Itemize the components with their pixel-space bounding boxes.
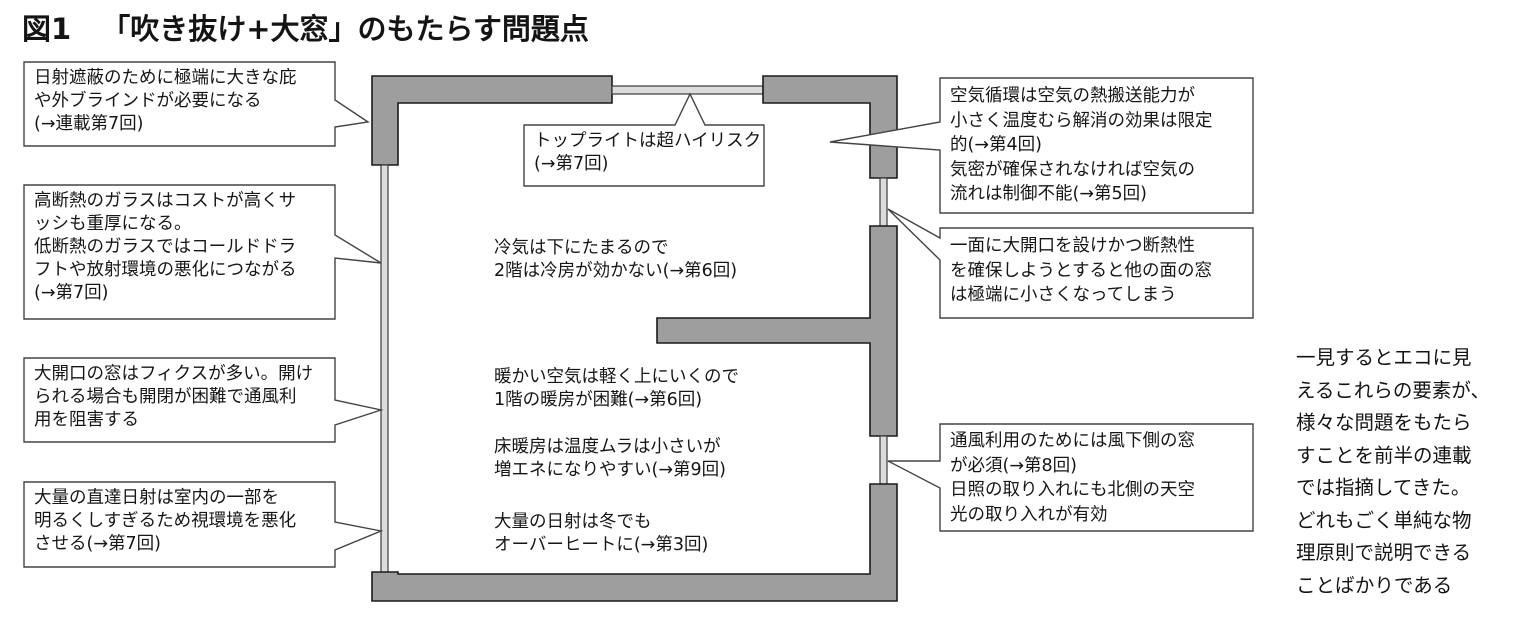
right-lower-window-glass [879,435,888,485]
callout-direct-sun-bubble [23,481,384,568]
wall-right-middle-with-slab [656,225,898,437]
figure-title-text: 「吹き抜け+大窓」のもたらす問題点 [101,12,589,46]
callout-direct-sun: 大量の直達日射は室内の一部を 明るくしすぎるため視環境を悪化 させる(→第7回) [34,488,297,554]
figure-title: 図1 「吹き抜け+大窓」のもたらす問題点 [22,6,589,48]
note-floor-heating: 床暖房は温度ムラは小さいが 増エネになりやすい(→第9回) [494,437,726,480]
note-overheat: 大量の日射は冬でも オーバーヒートに(→第3回) [494,512,709,555]
wall-roof-left [371,75,613,166]
callout-ventilation: 通風利用のためには風下側の窓 が必須(→第8回) 日照の取り入れにも北側の天空 … [950,431,1195,525]
callout-glass-insulation: 高断熱のガラスはコストが高くサ ッシも重厚になる。 低断熱のガラスではコールドド… [34,191,297,303]
callout-small-windows-bubble [887,208,1254,319]
callout-skylight: トップライトは超ハイリスク (→第7回) [534,131,762,174]
callout-air-circulation-bubble [829,77,1254,214]
wall-roof-right [762,75,898,179]
callout-ventilation-bubble [887,423,1254,532]
right-upper-window-glass [879,177,888,227]
callout-air-circulation: 空気循環は空気の熱搬送能力が 小さく温度むら解消の効果は限定 的(→第4回) 気… [950,86,1213,204]
callout-skylight-bubble [523,92,765,187]
note-cold-air: 冷気は下にたまるので 2階は冷房が効かない(→第6回) [494,238,738,281]
side-note: 一見するとエコに見 えるこれらの要素が、 様々な問題をもたら すことを前半の連載… [1296,346,1491,597]
large-window-glass [380,164,389,574]
building-section [371,75,898,602]
note-warm-air: 暖かい空気は軽く上にいくので 1階の暖房が困難(→第6回) [494,367,739,410]
callout-shapes [23,61,1254,568]
callout-eaves-bubble [23,61,370,147]
callout-eaves: 日射遮蔽のために極端に大きな庇 や外ブラインドが必要になる (→連載第7回) [34,68,297,134]
callout-glass-insulation-bubble [23,184,382,320]
skylight-glass [611,85,764,95]
callout-fixed-window: 大開口の窓はフィクスが多い。開け られる場合も開閉が困難で通風利 用を阻害する [34,364,314,430]
figure-number: 図1 [22,12,72,46]
callout-small-windows: 一面に大開口を設けかつ断熱性 を確保しようとすると他の面の窓 は極端に小さくなっ… [950,236,1212,305]
callout-fixed-window-bubble [23,357,384,443]
wall-floor-slab [371,483,898,602]
